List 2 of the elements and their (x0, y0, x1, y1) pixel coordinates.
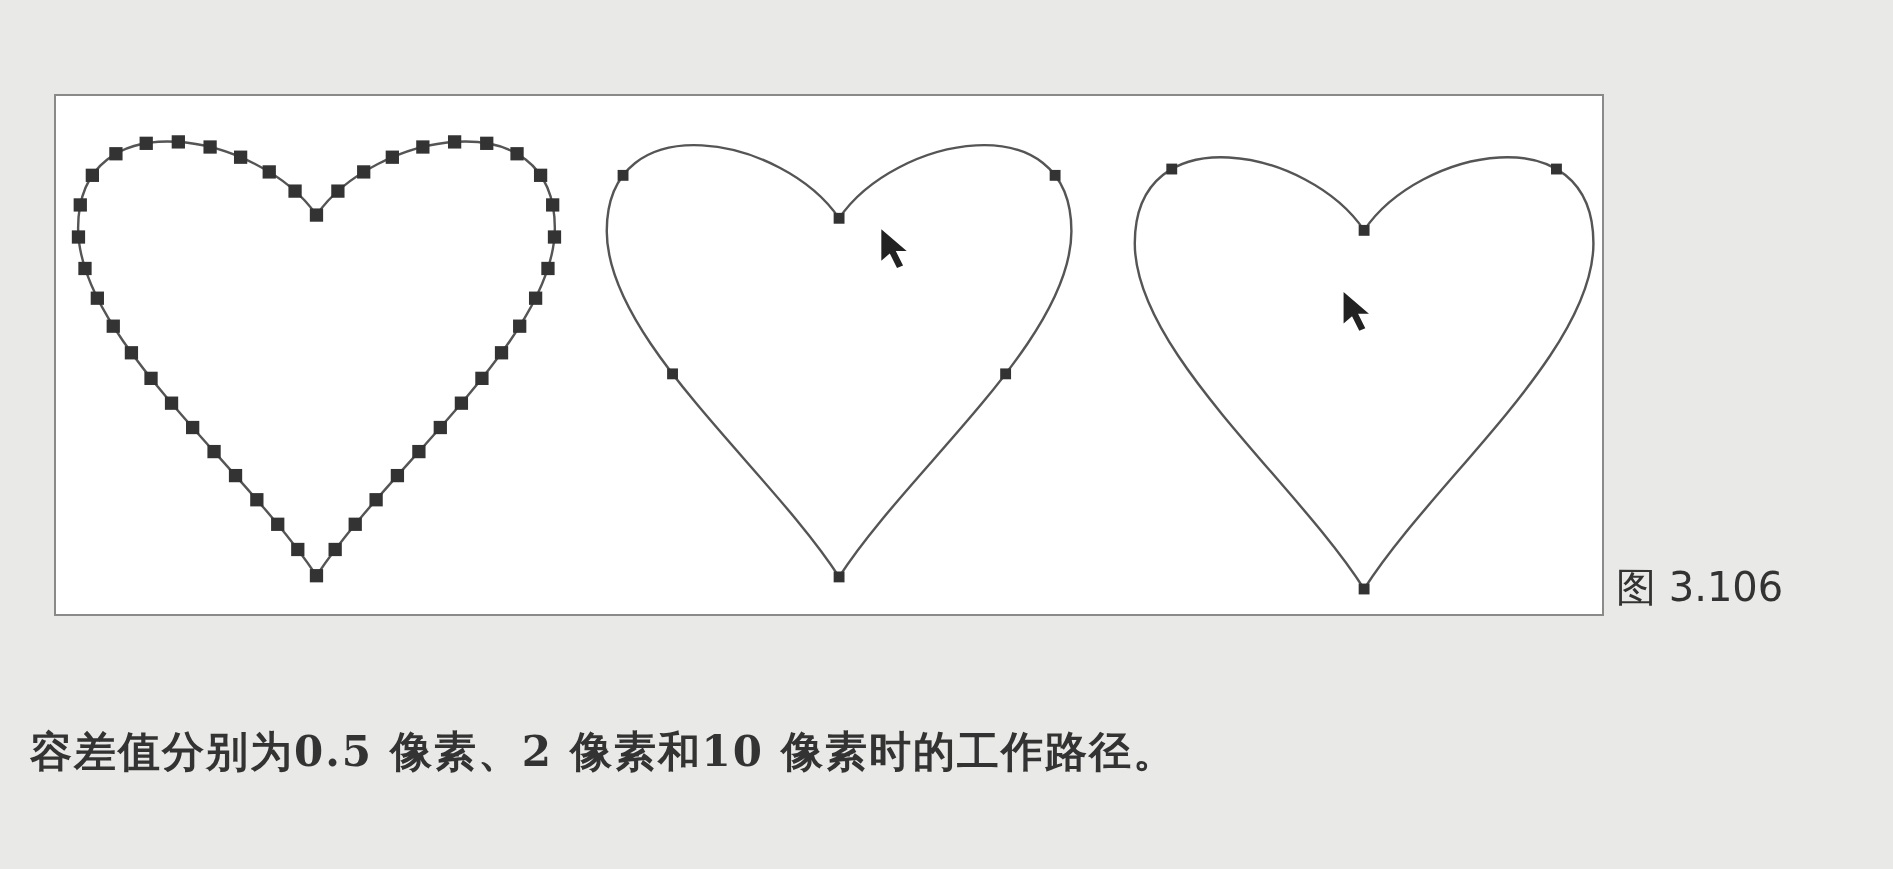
caption: 容差值分别为0.5 像素、2 像素和10 像素时的工作路径。 (30, 726, 1177, 778)
figure-number: 图 3.106 (1616, 563, 1784, 612)
